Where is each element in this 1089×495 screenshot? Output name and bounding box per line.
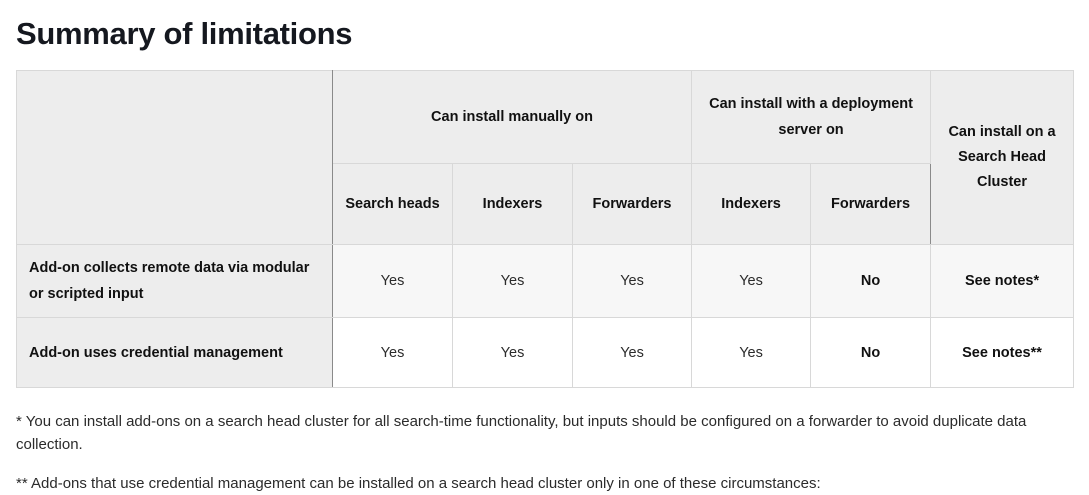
row-label-credential-management: Add-on uses credential management — [16, 317, 333, 388]
summary-of-limitations-table: Can install manually on Can install with… — [16, 70, 1075, 388]
cell-r0-search-head-cluster: See notes* — [930, 244, 1075, 318]
header-corner-blank — [16, 70, 333, 245]
header-col-search-heads: Search heads — [332, 163, 453, 245]
cell-r1-indexers-deployment: Yes — [691, 317, 812, 388]
header-group-install-deployment-server: Can install with a deployment server on — [691, 70, 932, 164]
table-header-row-subheaders: Search heads Indexers Forwarders Indexer… — [17, 163, 1074, 245]
table-row: Add-on uses credential management Yes Ye… — [16, 317, 1075, 388]
footnote-single-asterisk: * You can install add-ons on a search he… — [16, 413, 1027, 453]
cell-r1-search-heads: Yes — [332, 317, 453, 388]
header-col-forwarders-deployment: Forwarders — [810, 163, 932, 245]
header-group-install-search-head-cluster: Can install on a Search Head Cluster — [930, 70, 1075, 245]
table-head: Can install manually on Can install with… — [16, 70, 1075, 245]
cell-r0-indexers-deployment: Yes — [691, 244, 812, 318]
table-row: Add-on collects remote data via modular … — [16, 244, 1075, 318]
table-header-row-groups: Can install manually on Can install with… — [16, 70, 1075, 245]
table-body: Add-on collects remote data via modular … — [16, 244, 1075, 388]
footnote-double-asterisk: ** Add-ons that use credential managemen… — [16, 475, 821, 492]
cell-r1-forwarders-deployment: No — [810, 317, 932, 388]
header-col-indexers-manual: Indexers — [452, 163, 573, 245]
page-title: Summary of limitations — [16, 16, 353, 51]
row-label-modular-scripted-input: Add-on collects remote data via modular … — [16, 244, 333, 318]
cell-r1-search-head-cluster: See notes** — [930, 317, 1075, 388]
footnotes: * You can install add-ons on a search he… — [16, 410, 1073, 495]
cell-r1-forwarders-manual: Yes — [571, 317, 693, 388]
cell-r0-forwarders-manual: Yes — [571, 244, 693, 318]
header-col-forwarders-manual: Forwarders — [571, 163, 693, 245]
cell-r0-indexers-manual: Yes — [452, 244, 573, 318]
header-group-install-manually: Can install manually on — [331, 70, 693, 164]
cell-r1-indexers-manual: Yes — [452, 317, 573, 388]
cell-r0-forwarders-deployment: No — [810, 244, 932, 318]
cell-r0-search-heads: Yes — [332, 244, 453, 318]
header-col-indexers-deployment: Indexers — [691, 163, 812, 245]
